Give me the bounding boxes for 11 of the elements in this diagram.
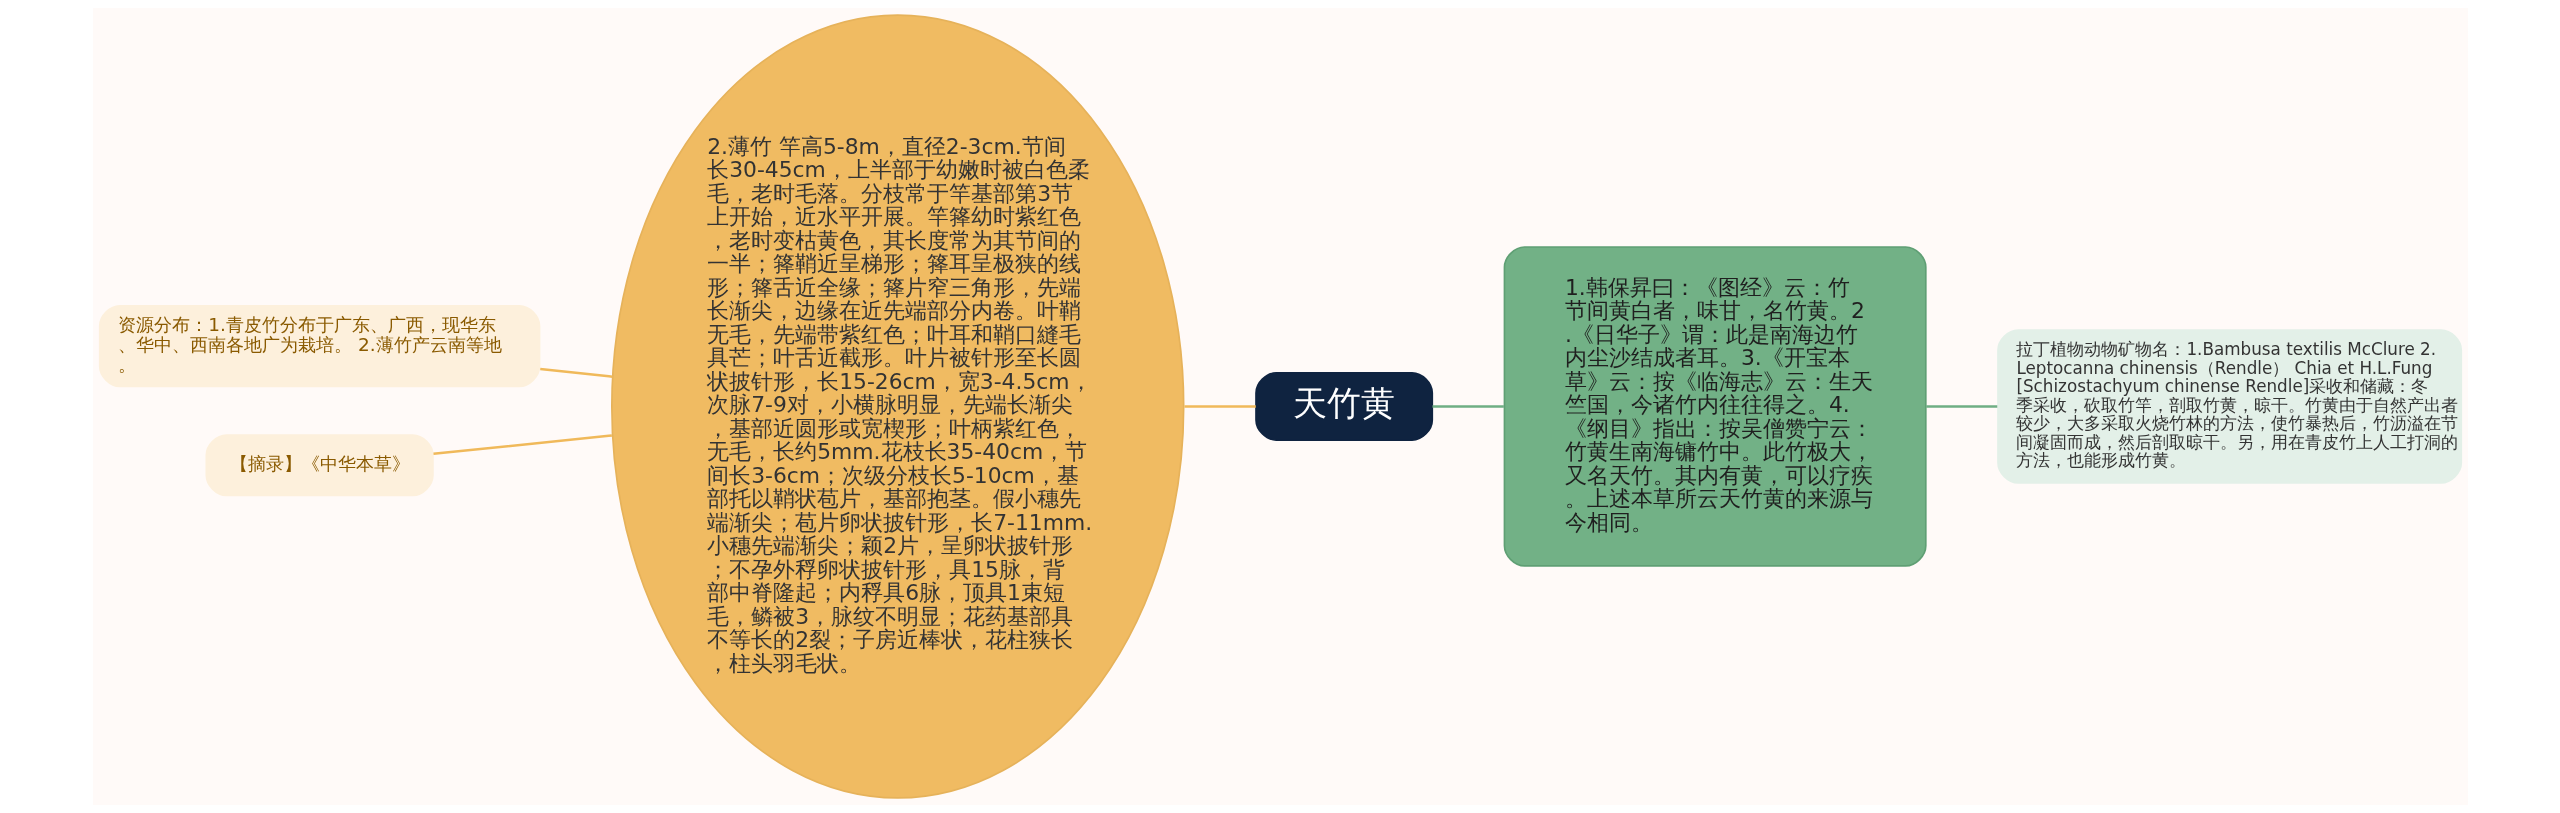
node-box: 拉丁植物动物矿物名：1.Bambusa textilis McClure 2.Leptocanna chinensis（Rendle） Chia et H.L.Fung [Schizostachyum chinense Rendle]采收和储藏：冬季采收，砍取竹竿，剖取竹黄，晾干。竹黄由于自然产出者较少，大多采取火烧竹林的方法，使竹暴热后，竹沥溢在节间凝固而成，然后剖取晾干。另，用在青皮竹上人工打洞的方法，也能形成竹黄。 bbox=[1996, 329, 2462, 484]
connector bbox=[432, 434, 612, 456]
node-ellipse: 2.薄竹 竿高5-8m，直径2-3cm.节间长30-45cm，上半部于幼嫩时被白色柔毛，老时毛落。分枝常于竿基部第3节上开始，近水平开展。竿箨幼时紫红色，老时变枯黄色，其长度常为其节间的一半；箨鞘近呈梯形；箨耳呈极狭的线形；箨舌近全缘；箨片窄三角形，先端长渐尖，边缘在近先端部分内卷。叶鞘无毛，先端带紫红色；叶耳和鞘口縫毛具芒；叶舌近截形。叶片被针形至长圆状披针形，长15-26cm，宽3-4.5cm，次脉7-9对，小横脉明显，先端长渐尖，基部近圆形或宽楔形；叶柄紫红色，无毛，长约5mm.花枝长35-40cm，节间长3-6cm；次级分枝长5-10cm，基部托以鞘状苞片，基部抱茎。假小穗先端渐尖；苞片卵状披针形，长7-11mm.小穗先端渐尖；颖2片，呈卵状披针形；不孕外稃卵状披针形，具15脉，背部中脊隆起；内稃具6脉，顶具1束短毛，鳞被3，脉纹不明显；花药基部具不等长的2裂；子房近棒状，花柱狭长，柱头羽毛状。 bbox=[610, 14, 1184, 799]
connector bbox=[1432, 405, 1504, 408]
connector bbox=[539, 367, 613, 378]
connector bbox=[1183, 405, 1256, 408]
node-box: 资源分布：1.青皮竹分布于广东、广西，现华东、华中、西南各地广为栽培。 2.薄竹产云南等地。 bbox=[98, 304, 540, 388]
connector bbox=[1925, 405, 1997, 408]
node-box: 天竹黄 bbox=[1254, 372, 1433, 441]
node-box: 1.韩保昇曰：《图经》云：竹节间黄白者，味甘，名竹黄。2.《日华子》谓：此是南海边竹内尘沙结成者耳。3.《开宝本草》云：按《临海志》云：生天竺国，今诸竹内往往得之。4.《纲目》指出：按吴僧赞宁云：竹黄生南海镛竹中。此竹极大，又名天竹。其内有黄，可以疗疾。上述本草所云天竹黄的来源与今相同。 bbox=[1503, 246, 1927, 567]
node-box: 【摘录】《中华本草》 bbox=[204, 434, 434, 497]
